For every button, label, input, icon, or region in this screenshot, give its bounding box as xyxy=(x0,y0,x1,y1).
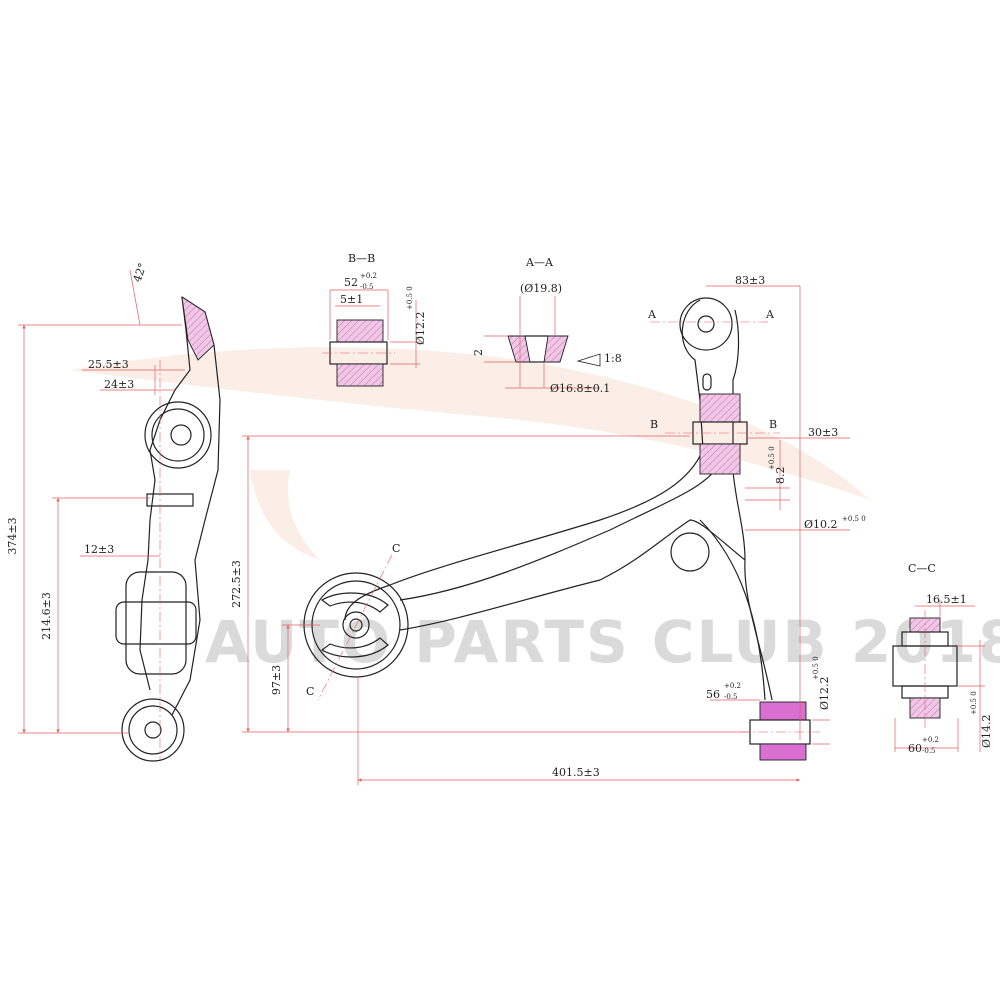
dim-56: 56 xyxy=(706,688,720,701)
cut-b-left: B xyxy=(650,418,658,431)
cut-b-right: B xyxy=(769,418,777,431)
dim-97: 97±3 xyxy=(270,665,283,695)
dim-272-5: 272.5±3 xyxy=(230,560,243,608)
dim-30: 30±3 xyxy=(808,426,838,439)
dim-2: 2 xyxy=(472,349,485,356)
dim-12-2-main-tol: +0.5 0 xyxy=(812,656,820,680)
section-bb: B—B 52 +0.2 -0.5 5±1 Ø12.2 +0.5 0 xyxy=(322,252,427,387)
side-view xyxy=(115,296,221,762)
dim-12-2-bb-tol: +0.5 0 xyxy=(406,286,414,310)
dim-14-2-tol: +0.5 0 xyxy=(970,691,978,715)
dim-83: 83±3 xyxy=(735,274,765,287)
dim-19-8: (Ø19.8) xyxy=(520,282,562,295)
dim-10-2-tol: +0.5 0 xyxy=(842,515,866,523)
cut-a-right: A xyxy=(765,308,775,321)
main-view-dimensions: 83±3 30±3 8.2 +0.5 0 Ø10.2 +0.5 0 272.5±… xyxy=(230,274,866,785)
cut-c-top: C xyxy=(392,542,400,555)
dim-12-2-bb: Ø12.2 xyxy=(414,311,427,345)
watermark-logo xyxy=(70,347,870,560)
dim-60-up: +0.2 xyxy=(922,736,939,744)
dim-14-2: Ø14.2 xyxy=(980,714,993,748)
cut-c-bottom: C xyxy=(306,685,314,698)
dim-401-5: 401.5±3 xyxy=(552,766,600,779)
dim-56-dn: -0.5 xyxy=(724,693,738,701)
section-bb-label: B—B xyxy=(348,252,375,265)
dim-56-up: +0.2 xyxy=(724,682,741,690)
dim-8-2-tol: +0.5 0 xyxy=(768,446,776,470)
dim-374: 374±3 xyxy=(6,517,19,554)
dim-taper: 1:8 xyxy=(604,352,622,365)
section-aa: A—A (Ø19.8) Ø16.8±0.1 2 1:8 xyxy=(472,256,622,395)
dim-52: 52 xyxy=(344,276,358,289)
main-view: A A B B C C xyxy=(303,297,820,761)
side-view-dimensions: 374±3 25.5±3 24±3 214.6±3 12±3 42° xyxy=(6,261,185,734)
dim-52-up: +0.2 xyxy=(360,272,377,280)
dim-214-6: 214.6±3 xyxy=(40,592,53,640)
dim-16-5: 16.5±1 xyxy=(926,593,967,606)
dim-16-8: Ø16.8±0.1 xyxy=(550,382,610,395)
dim-60: 60 xyxy=(908,742,922,755)
dim-8-2: 8.2 xyxy=(774,467,787,485)
dim-10-2: Ø10.2 xyxy=(804,518,838,531)
dim-5: 5±1 xyxy=(340,293,363,306)
dim-60-dn: -0.5 xyxy=(922,747,936,755)
section-cc: C—C 16.5±1 60 +0.2 -0.5 Ø14.2 +0.5 0 xyxy=(892,562,993,755)
dim-52-dn: -0.5 xyxy=(360,283,374,291)
dim-24: 24±3 xyxy=(104,378,134,391)
cut-a-left: A xyxy=(647,308,657,321)
dim-25-5: 25.5±3 xyxy=(88,358,129,371)
dim-12-2-main: Ø12.2 xyxy=(818,676,831,710)
dim-42-deg: 42° xyxy=(131,261,150,284)
section-aa-label: A—A xyxy=(525,256,554,269)
dim-12: 12±3 xyxy=(84,543,114,556)
section-cc-label: C—C xyxy=(908,562,936,575)
